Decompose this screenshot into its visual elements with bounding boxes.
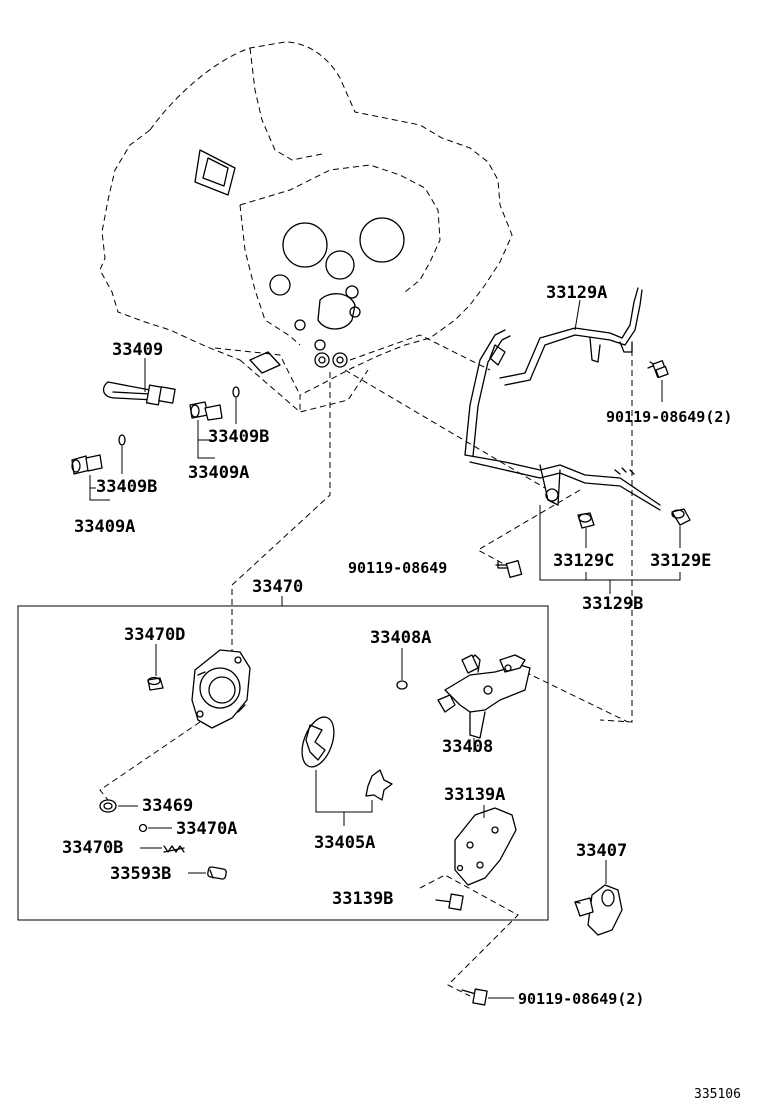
leader-case-to-pipe-top <box>349 334 491 371</box>
hose-33409 <box>102 381 176 406</box>
bracket-33405A <box>315 770 373 826</box>
cap-33470D <box>147 676 164 691</box>
label-90119-bottom: 90119-08649(2) <box>518 990 644 1008</box>
box-33470 <box>17 605 549 921</box>
label-33470D: 33470D <box>124 625 185 645</box>
label-90119-mid: 90119-08649 <box>348 559 447 577</box>
leader-pump-to-33469 <box>99 721 201 801</box>
bolt-90119-mid <box>495 560 523 578</box>
bolt-90119-top <box>647 360 669 379</box>
bolt-90119-bottom <box>461 988 488 1006</box>
pipe-33129B <box>464 329 661 511</box>
label-33593B: 33593B <box>110 864 171 884</box>
valve-body-33408 <box>437 654 531 739</box>
label-33409B-lower: 33409B <box>96 477 157 497</box>
transmission-case-outline <box>99 41 513 413</box>
pipe-33129A <box>499 287 643 386</box>
label-33129E: 33129E <box>650 551 711 571</box>
label-33405A: 33405A <box>314 833 375 853</box>
label-33409B-upper: 33409B <box>208 427 269 447</box>
leader-case-to-pipe <box>344 369 546 489</box>
label-33470A: 33470A <box>176 819 237 839</box>
bracket-33409-upper <box>197 398 237 459</box>
leader-case-to-33470 <box>231 372 331 660</box>
label-33470: 33470 <box>252 577 303 597</box>
bracket-33129B <box>539 505 681 594</box>
union-33409A-upper <box>189 401 223 421</box>
pump-body-33470 <box>191 649 251 729</box>
ball-33470A <box>138 823 148 833</box>
label-33409A-lower: 33409A <box>74 517 135 537</box>
label-33139B: 33139B <box>332 889 393 909</box>
label-33129A: 33129A <box>546 283 607 303</box>
label-33139A: 33139A <box>444 785 505 805</box>
oring-33408A <box>396 680 408 690</box>
label-33408A: 33408A <box>370 628 431 648</box>
label-33469: 33469 <box>142 796 193 816</box>
leader-33139B <box>419 874 519 997</box>
label-33408: 33408 <box>442 737 493 757</box>
label-33409A-upper: 33409A <box>188 463 249 483</box>
plug-33593B <box>207 866 227 880</box>
nut-33129C <box>577 512 595 529</box>
label-90119-top: 90119-08649(2) <box>606 408 732 426</box>
label-33407: 33407 <box>576 841 627 861</box>
leader-33129A-bracket-down <box>599 350 633 723</box>
bracket-33409-lower <box>89 446 123 501</box>
seal-33469 <box>99 799 117 813</box>
rotor-inner-33405A <box>365 769 393 801</box>
gasket-33409B-lower <box>118 434 126 446</box>
label-33409: 33409 <box>112 340 163 360</box>
sensor-33407 <box>574 884 623 936</box>
cover-plate-33139A <box>454 807 517 886</box>
union-33409A-lower <box>71 454 103 475</box>
figure-code: 335106 <box>694 1087 741 1102</box>
gasket-33409B-upper <box>232 386 240 398</box>
label-33470B: 33470B <box>62 838 123 858</box>
label-33129C: 33129C <box>553 551 614 571</box>
label-33129B: 33129B <box>582 594 643 614</box>
spring-33470B <box>163 845 185 853</box>
leader-pipe-to-33408 <box>524 671 629 723</box>
leader-33129A <box>574 299 581 331</box>
rotor-outer-33405A <box>301 716 335 768</box>
bolt-33139B <box>435 893 464 911</box>
cap-33129E <box>671 508 691 526</box>
